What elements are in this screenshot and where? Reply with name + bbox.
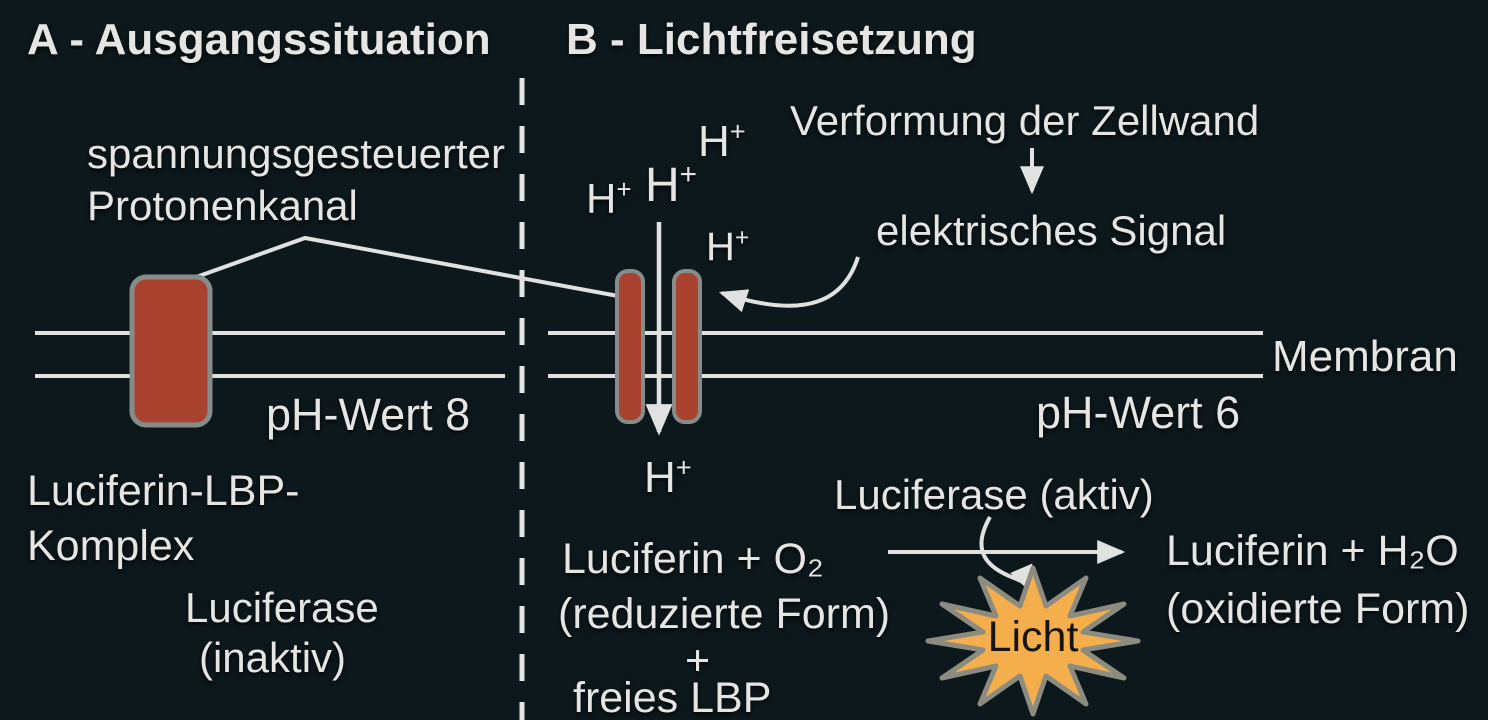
luciferin-lbp-line1: Luciferin-LBP-: [27, 467, 300, 515]
proton-channel-open-left-bar: [615, 269, 645, 424]
proton-channel-label-line1: spannungsgesteuerter: [87, 130, 505, 177]
proton-label-left: H+: [586, 174, 632, 222]
luciferin-lbp-label: Luciferin-LBP- Komplex: [27, 464, 299, 574]
panel-b-title: B - Lichtfreisetzung: [566, 15, 977, 64]
proton-channel-closed: [129, 274, 213, 428]
proton-channel-label: spannungsgesteuerter Protonenkanal: [87, 128, 505, 232]
proton-label-middle: H+: [645, 158, 698, 212]
proton-label-right: H+: [706, 224, 750, 269]
reactant-line1: Luciferin + O₂: [562, 535, 824, 583]
luciferin-lbp-line2: Komplex: [27, 522, 195, 571]
luciferase-inactive-line1: Luciferase: [185, 584, 379, 631]
verformung-label: Verformung der Zellwand: [790, 97, 1260, 144]
ph8-label: pH-Wert 8: [266, 389, 471, 440]
proton-label-top: H+: [698, 115, 746, 166]
signal-curved-arrow: [718, 256, 860, 313]
reactant-plus: +: [685, 637, 711, 685]
reactant-line2: (reduzierte Form): [558, 590, 891, 638]
reactant-line3: freies LBP: [573, 674, 772, 720]
panel-a-title: A - Ausgangssituation: [27, 15, 491, 64]
light-label: Licht: [987, 613, 1079, 661]
luciferase-inactive-label: Luciferase (inaktiv): [185, 583, 379, 684]
proton-label-below-membrane: H+: [644, 451, 692, 502]
light-burst: [925, 565, 1141, 717]
proton-channel-open-right-bar: [672, 269, 702, 424]
proton-channel-label-line2: Protonenkanal: [87, 182, 358, 230]
ph6-label: pH-Wert 6: [1036, 387, 1241, 438]
membrane-label: Membran: [1272, 332, 1458, 381]
signal-label: elektrisches Signal: [876, 207, 1227, 254]
luciferase-inactive-line2: (inaktiv): [198, 634, 347, 682]
luciferase-active-label: Luciferase (aktiv): [834, 471, 1154, 518]
product-line1: Luciferin + H₂O: [1166, 527, 1459, 575]
channel-pointer-line: [187, 235, 619, 298]
product-line2: (oxidierte Form): [1166, 585, 1470, 633]
